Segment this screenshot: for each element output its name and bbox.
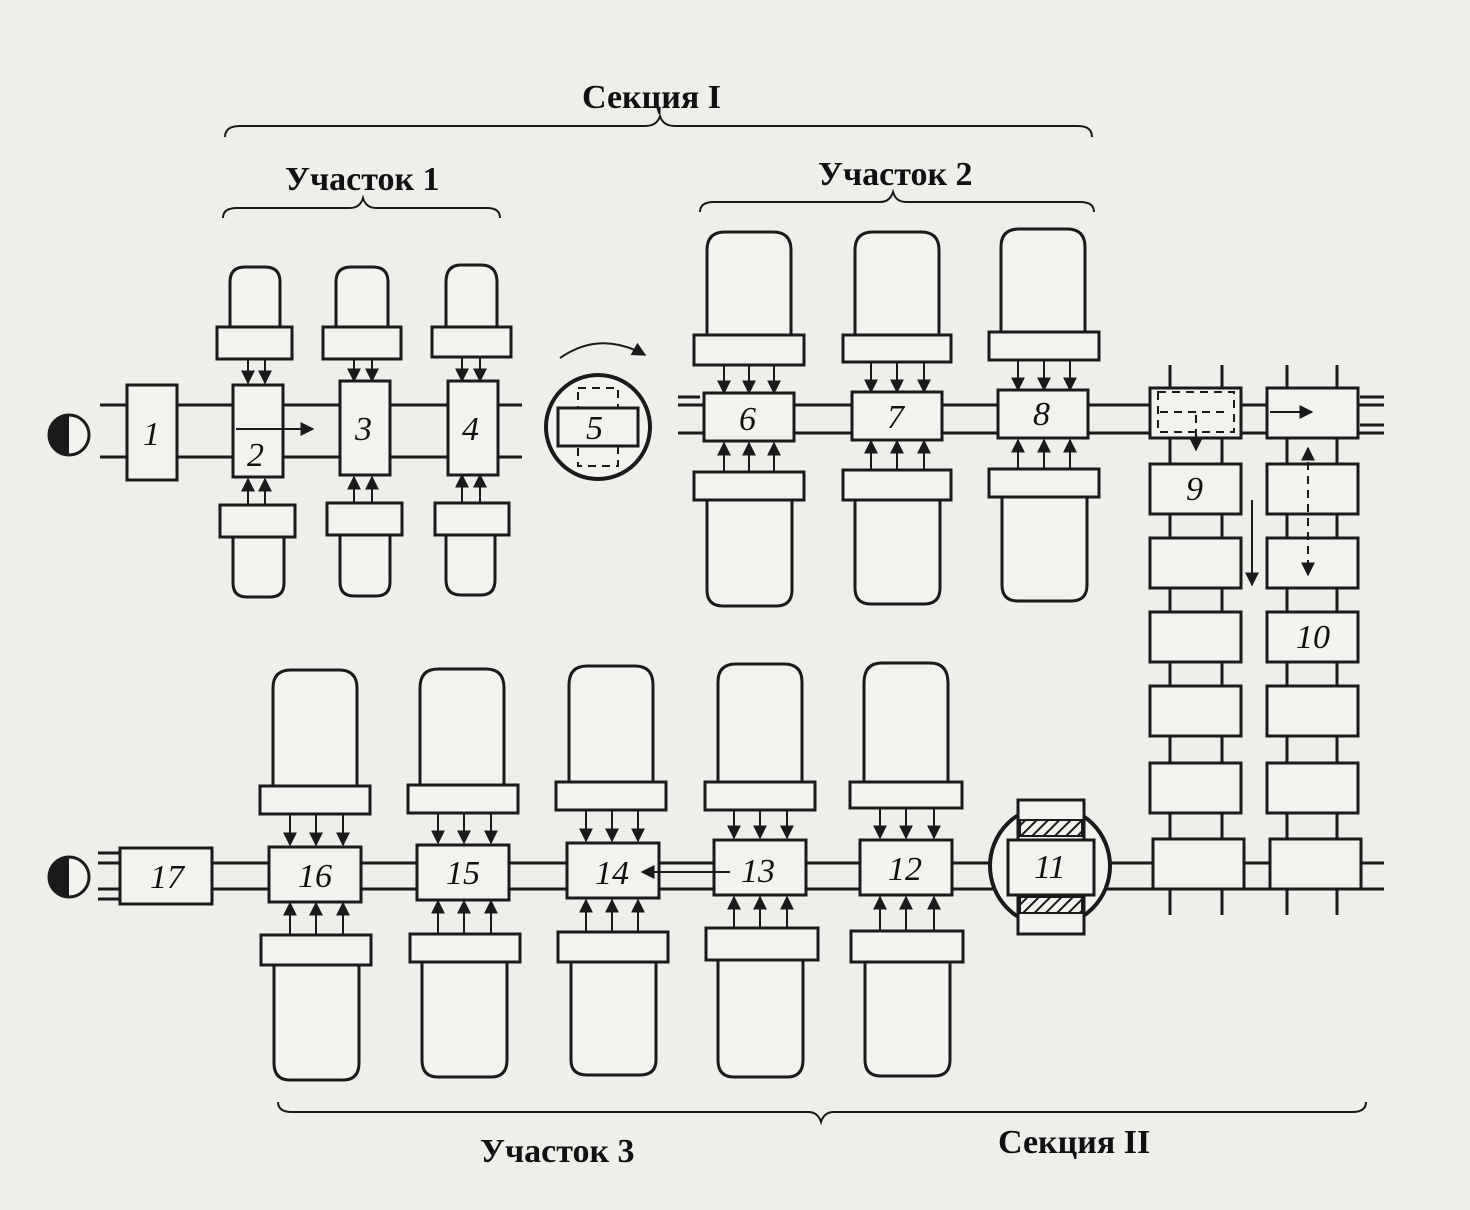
station-6 <box>702 391 796 443</box>
station-16 <box>267 845 363 904</box>
station-12-group: 12 <box>848 661 965 1078</box>
station-8 <box>996 388 1090 440</box>
station-7 <box>850 390 944 442</box>
station-11-label: 11 <box>1034 849 1065 886</box>
area-2-label: Участок 2 <box>818 156 973 193</box>
station-14-group: 14 <box>554 664 730 1077</box>
start-marker-bottom <box>47 855 91 899</box>
station-3 <box>338 379 392 477</box>
station-9 <box>1148 462 1243 516</box>
station-3-group: 3 <box>321 265 404 598</box>
station-2-group: 2 <box>215 265 315 599</box>
station-16-group: 16 <box>258 668 373 1082</box>
section-2-brace <box>277 1101 1367 1126</box>
station-17 <box>118 846 214 906</box>
station-7-label: 7 <box>887 399 906 436</box>
turn-section-10-column: 10 <box>1265 386 1363 891</box>
section-1-label: Секция I <box>582 79 721 116</box>
station-13-label: 13 <box>741 853 775 890</box>
station-8-group: 8 <box>987 227 1101 603</box>
station-5-turntable: 5 <box>544 342 652 481</box>
station-2-label: 2 <box>247 437 264 474</box>
station-11-rotary: 11 <box>988 798 1112 936</box>
section-2-label: Секция II <box>998 1124 1150 1161</box>
station-14-label: 14 <box>595 855 629 892</box>
station-1 <box>125 383 179 482</box>
station-10-label: 10 <box>1296 619 1330 656</box>
station-8-label: 8 <box>1033 396 1050 433</box>
area-1-label: Участок 1 <box>285 161 440 198</box>
start-marker-top <box>47 413 91 457</box>
area-2-brace <box>699 188 1095 213</box>
station-2 <box>231 383 285 479</box>
station-12-label: 12 <box>888 851 922 888</box>
section-1-brace <box>224 112 1093 138</box>
station-12 <box>858 838 954 897</box>
station-9-label: 9 <box>1186 471 1203 508</box>
station-13-group: 13 <box>703 662 820 1079</box>
station-16-label: 16 <box>298 858 332 895</box>
station-5-label: 5 <box>586 410 603 447</box>
area-3-label: Участок 3 <box>480 1133 635 1170</box>
station-4 <box>446 379 500 477</box>
station-13 <box>712 838 808 897</box>
turn-section-9-column: 9 <box>1148 386 1259 891</box>
area-1-brace <box>222 194 501 219</box>
station-4-label: 4 <box>462 411 479 448</box>
station-6-group: 6 <box>692 230 806 608</box>
station-15 <box>415 843 511 902</box>
station-10 <box>1265 610 1360 664</box>
station-15-label: 15 <box>446 855 480 892</box>
station-7-group: 7 <box>841 230 953 606</box>
station-15-group: 15 <box>406 667 522 1079</box>
station-4-group: 4 <box>430 263 513 597</box>
station-17-label: 17 <box>150 859 186 896</box>
station-1-label: 1 <box>143 416 160 453</box>
station-6-label: 6 <box>739 401 756 438</box>
station-3-label: 3 <box>354 411 372 448</box>
